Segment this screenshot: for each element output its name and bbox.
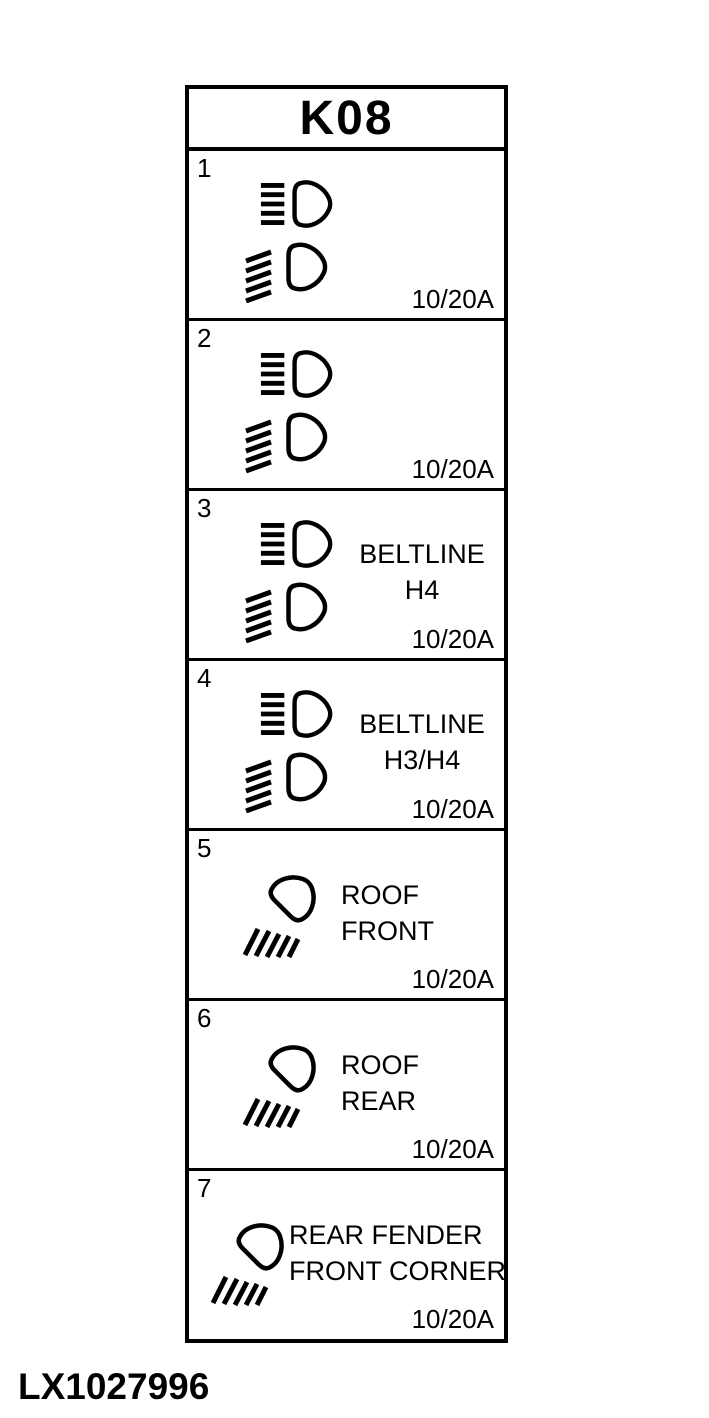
fuse-number: 5 [197,833,212,863]
high-beam-icon [259,348,335,400]
fuse-label: BELTLINE H3/H4 [337,706,507,778]
fuse-rating: 10/20A [411,284,494,314]
fuse-number: 7 [197,1173,212,1203]
low-beam-icon [244,751,330,813]
fuse-label-line2: FRONT CORNER [289,1256,507,1286]
fuse-label-line1: ROOF [341,1050,419,1080]
high-beam-icon [259,178,335,230]
fuse-row-1: 1 10/20A [189,151,504,321]
fuse-label-line1: REAR FENDER [289,1220,483,1250]
fuse-rating: 10/20A [411,1134,494,1164]
fuse-label: ROOF FRONT [341,877,434,949]
fuse-rating: 10/20A [411,624,494,654]
fuse-number: 4 [197,663,212,693]
fuse-rating: 10/20A [411,794,494,824]
work-light-icon [241,1037,329,1131]
fuse-row-6: 6 ROOF REAR 10/20A [189,1001,504,1171]
high-beam-icon [259,518,335,570]
work-light-icon [209,1215,297,1309]
fuse-label: REAR FENDER FRONT CORNER [289,1217,506,1289]
fuse-label-line2: H4 [404,575,440,605]
fuse-label-line1: BELTLINE [359,539,485,569]
figure-id-label: LX1027996 [18,1366,210,1407]
fuse-row-5: 5 ROOF FRONT 10/20A [189,831,504,1001]
fuse-row-2: 2 10/20A [189,321,504,491]
fuse-label-line2: REAR [341,1086,417,1116]
low-beam-icon [244,411,330,473]
fuse-number: 1 [197,153,212,183]
fuse-label-line1: ROOF [341,880,419,910]
high-beam-icon [259,688,335,740]
work-light-icon [241,867,329,961]
fuse-row-3: 3 BELTLINE H4 10/20A [189,491,504,661]
fuse-row-7: 7 REAR FENDER FRONT CORNER 10/20A [189,1171,506,1338]
fuse-box-k08: K08 1 10/20A 2 10/20A 3 BELTLINE H4 10/2… [185,85,508,1343]
fuse-label-line2: H3/H4 [383,745,461,775]
fuse-number: 3 [197,493,212,523]
fuse-number: 2 [197,323,212,353]
fuse-box-title: K08 [189,89,504,151]
low-beam-icon [244,581,330,643]
fuse-label-line2: FRONT [341,916,434,946]
fuse-rating: 10/20A [411,1304,494,1334]
fuse-label: ROOF REAR [341,1047,419,1119]
low-beam-icon [244,241,330,303]
fuse-rating: 10/20A [411,454,494,484]
fuse-label: BELTLINE H4 [337,536,507,608]
fuse-label-line1: BELTLINE [359,709,485,739]
fuse-number: 6 [197,1003,212,1033]
fuse-rating: 10/20A [411,964,494,994]
fuse-row-4: 4 BELTLINE H3/H4 10/20A [189,661,504,831]
